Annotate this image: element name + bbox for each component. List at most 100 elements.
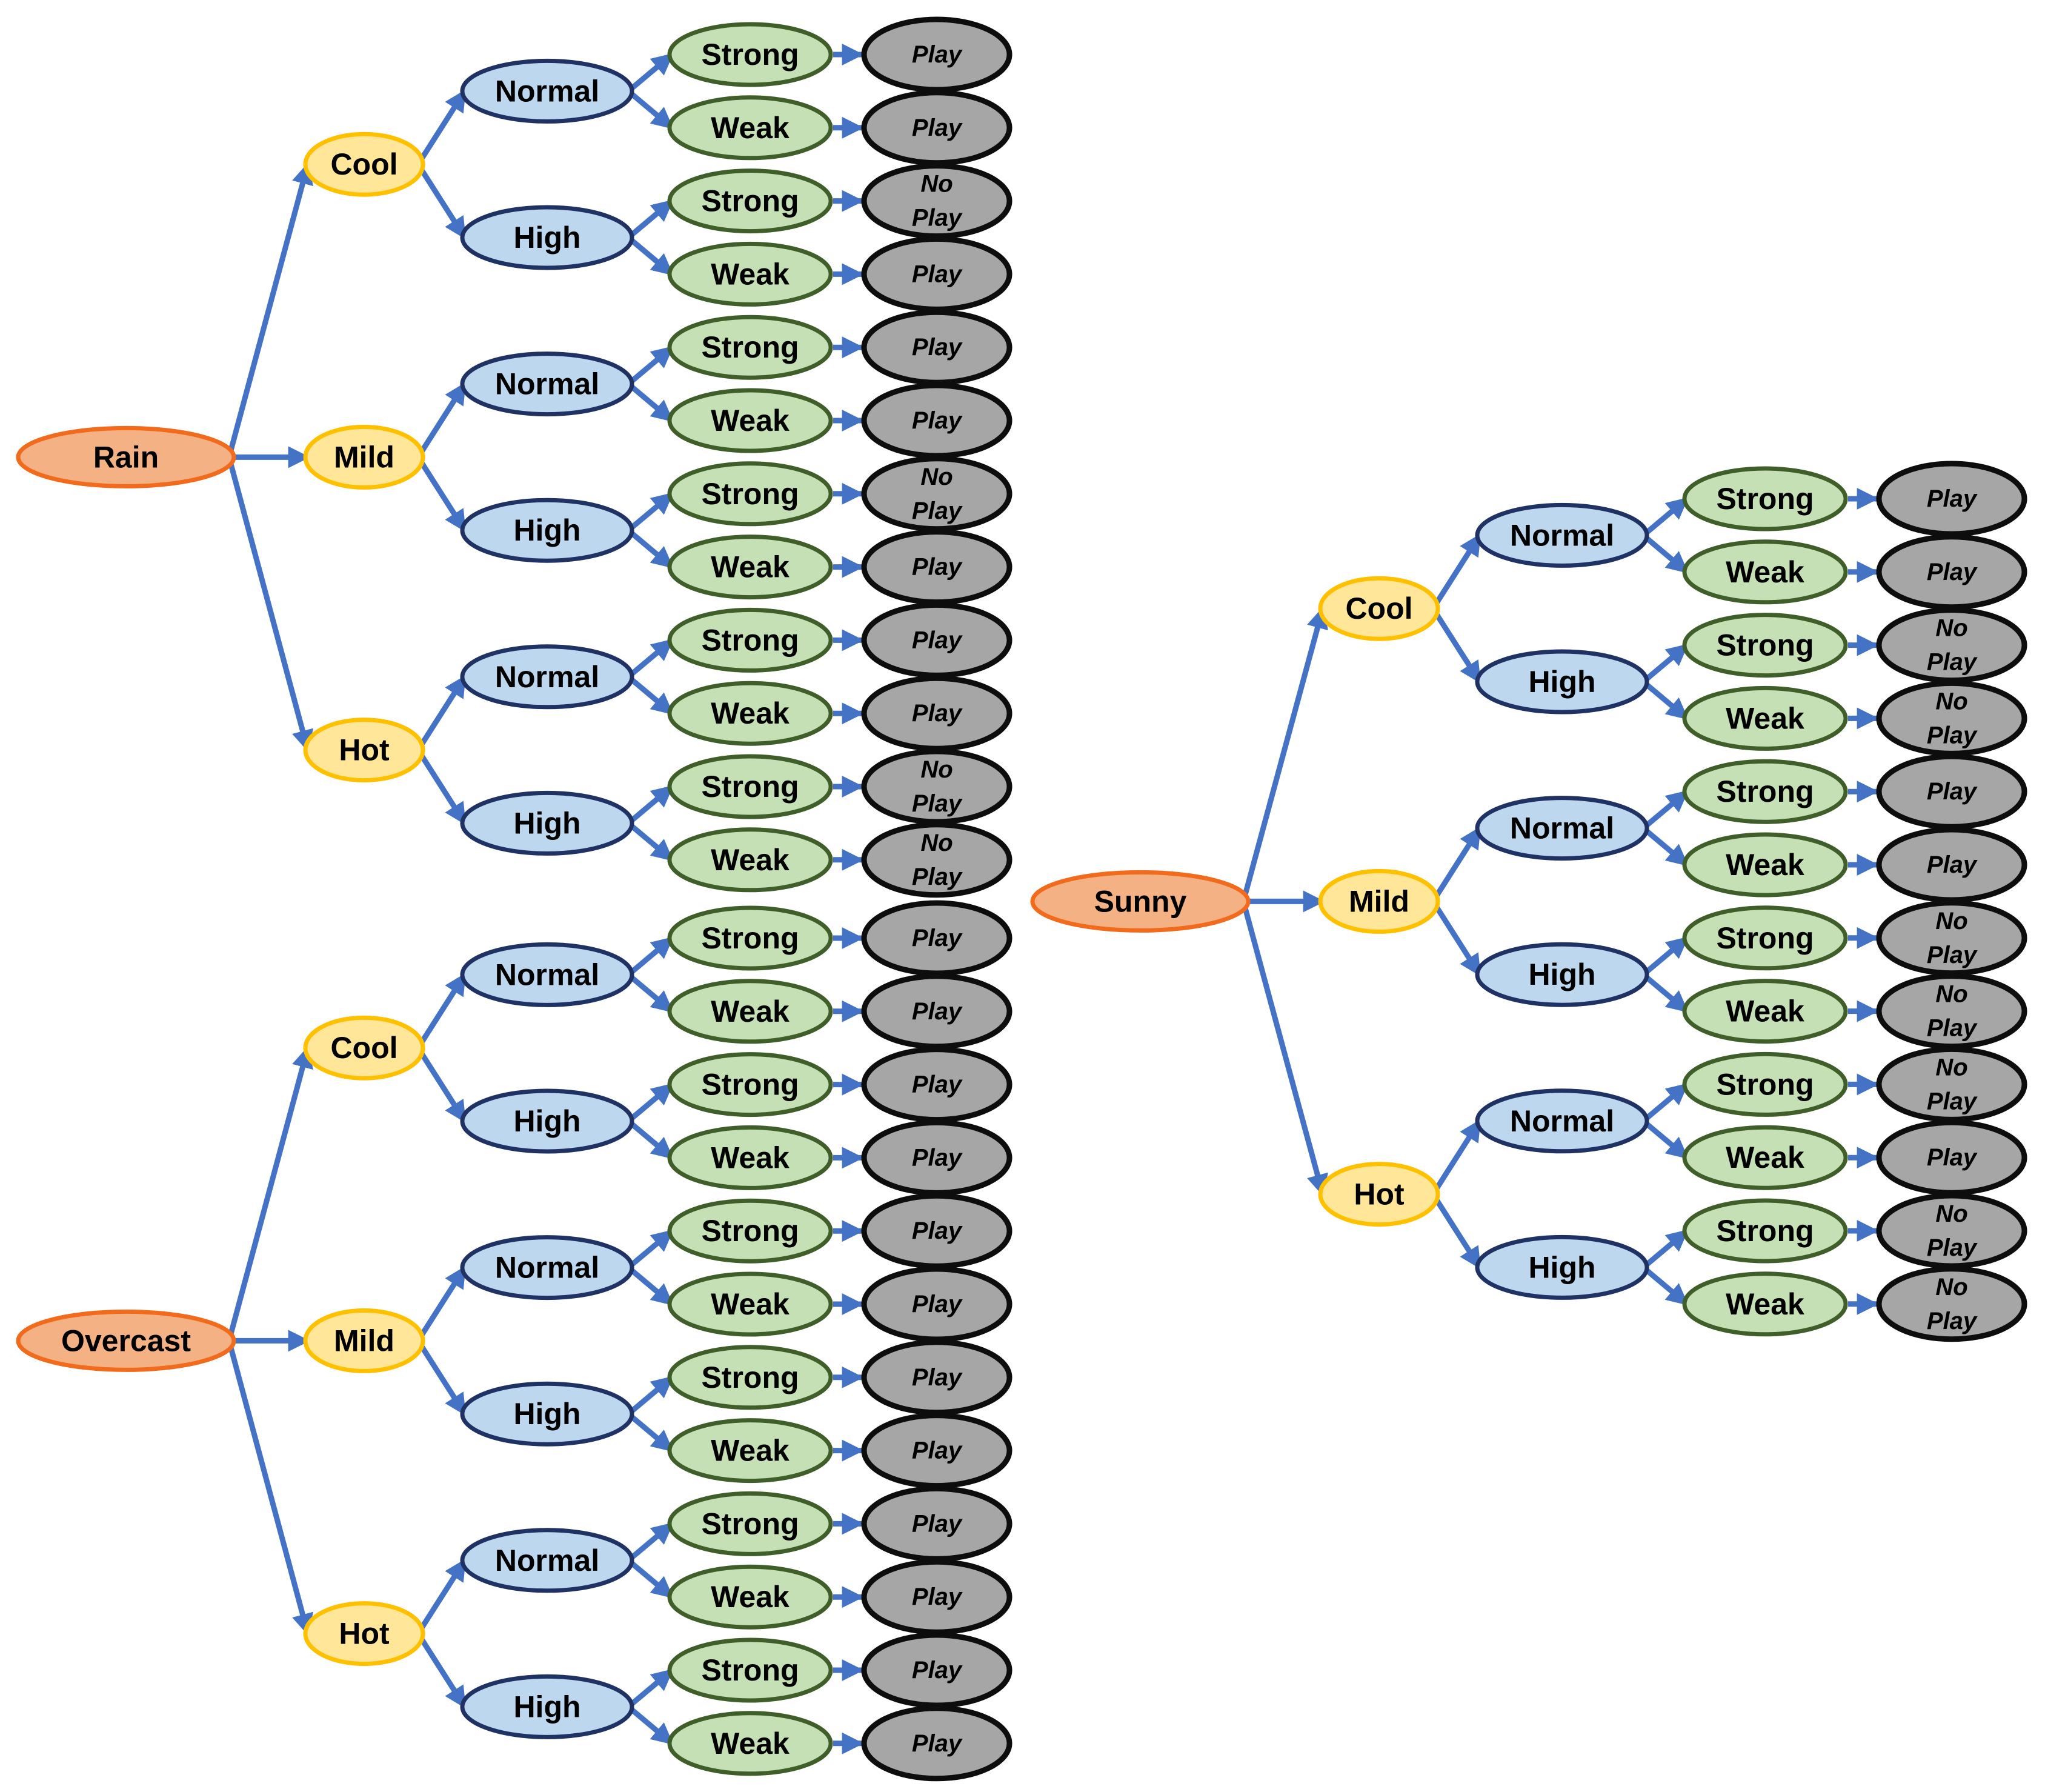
edges-layer xyxy=(226,44,1879,1754)
overcast-mild-humidity-normal-node: Normal xyxy=(460,1235,634,1301)
sunny-mild-normal-wind-strong-node-shape xyxy=(1682,759,1848,824)
sunny-mild-normal-strong-decision-node-label: Play xyxy=(1927,778,1978,805)
rain-mild-high-wind-weak-node-label: Weak xyxy=(711,550,790,584)
rain-hot-normal-wind-strong-node: Strong xyxy=(667,607,833,673)
rain-mild-normal-weak-decision-node: Play xyxy=(861,382,1013,459)
sunny-mild-humidity-high-node-label: High xyxy=(1528,958,1595,991)
overcast-cool-normal-wind-weak-node-shape xyxy=(667,979,833,1044)
rain-hot-high-wind-weak-node-shape xyxy=(667,827,833,893)
rain-to-cool-edge xyxy=(226,162,313,458)
overcast-hot-normal-weak-decision-node-label: Play xyxy=(912,1584,963,1610)
overcast-mild-normal-wind-strong-node-shape xyxy=(667,1198,833,1264)
sunny-cool-normal-to-strong-edge xyxy=(1641,496,1689,538)
sunny-hot-humidity-high-node-shape xyxy=(1475,1234,1649,1300)
overcast-cool-normal-wind-strong-node: Strong xyxy=(667,905,833,971)
overcast-cool-humidity-normal-node-shape xyxy=(460,942,634,1007)
rain-mild-humidity-normal-node-label: Normal xyxy=(495,367,599,401)
sunny-hot-high-to-weak-edge xyxy=(1641,1265,1689,1307)
rain-temperature-hot-node-shape xyxy=(303,718,425,783)
sunny-mild-high-wind-weak-node: Weak xyxy=(1682,979,1848,1044)
rain-mild-normal-strong-decision-node: Play xyxy=(861,309,1013,385)
overcast-hot-high-wind-strong-node-label: Strong xyxy=(701,1653,799,1687)
overcast-cool-high-weak-decision-node-label: Play xyxy=(912,1144,963,1171)
overcast-cool-to-high-edge xyxy=(416,1046,467,1124)
sunny-mild-high-wind-strong-node: Strong xyxy=(1682,905,1848,971)
overcast-cool-normal-weak-decision-node: Play xyxy=(861,973,1013,1050)
sunny-temperature-mild-node-shape xyxy=(1318,868,1440,934)
overcast-mild-humidity-high-node-label: High xyxy=(513,1397,580,1431)
rain-hot-normal-to-weak-edge xyxy=(627,674,674,716)
rain-mild-high-wind-strong-node: Strong xyxy=(667,461,833,527)
sunny-cool-normal-wind-weak-node-shape xyxy=(1682,539,1848,605)
rain-hot-humidity-high-node-label: High xyxy=(513,806,580,840)
sunny-hot-normal-wind-strong-node: Strong xyxy=(1682,1051,1848,1117)
overcast-mild-high-to-strong-edge xyxy=(627,1375,674,1416)
sunny-mild-high-wind-weak-node-label: Weak xyxy=(1726,994,1804,1028)
rain-hot-normal-strong-decision-node-shape xyxy=(861,602,1013,678)
rain-mild-humidity-high-node-shape xyxy=(460,498,634,563)
rain-cool-normal-wind-strong-node-label: Strong xyxy=(701,38,799,72)
overcast-mild-humidity-high-node-shape xyxy=(460,1381,634,1447)
overcast-hot-humidity-high-node-label: High xyxy=(513,1690,580,1724)
rain-mild-normal-to-strong-edge xyxy=(627,345,674,387)
rain-cool-normal-wind-weak-node-shape xyxy=(667,95,833,161)
rain-hot-humidity-normal-node-label: Normal xyxy=(495,660,599,694)
overcast-cool-high-wind-strong-node-shape xyxy=(667,1052,833,1118)
sunny-cool-normal-to-weak-edge xyxy=(1641,533,1689,575)
overcast-hot-high-strong-decision-node-shape xyxy=(861,1632,1013,1708)
overcast-temperature-cool-node: Cool xyxy=(303,1015,425,1081)
overcast-mild-normal-weak-decision-node-shape xyxy=(861,1266,1013,1342)
overcast-cool-humidity-high-node-label: High xyxy=(513,1104,580,1138)
sunny-cool-normal-wind-weak-node-label: Weak xyxy=(1726,555,1804,589)
rain-temperature-mild-node: Mild xyxy=(303,424,425,490)
rain-temperature-cool-node: Cool xyxy=(303,132,425,197)
sunny-temperature-mild-node: Mild xyxy=(1318,868,1440,934)
rain-cool-high-to-weak-edge xyxy=(627,235,674,276)
rain-cool-to-normal-edge xyxy=(416,89,467,166)
outlook-sunny-node-shape xyxy=(1030,870,1251,933)
sunny-mild-high-wind-strong-node-label: Strong xyxy=(1716,921,1814,955)
overcast-mild-normal-wind-strong-node: Strong xyxy=(667,1198,833,1264)
sunny-hot-normal-wind-weak-node-shape xyxy=(1682,1125,1848,1190)
sunny-cool-high-wind-strong-node-shape xyxy=(1682,613,1848,678)
rain-mild-high-wind-weak-node-shape xyxy=(667,535,833,600)
overcast-temperature-mild-node-shape xyxy=(303,1308,425,1373)
overcast-cool-high-strong-decision-node-label: Play xyxy=(912,1071,963,1098)
overcast-cool-high-wind-weak-node: Weak xyxy=(667,1125,833,1190)
overcast-cool-high-wind-weak-node-shape xyxy=(667,1125,833,1190)
rain-cool-high-to-strong-edge xyxy=(627,199,674,240)
sunny-cool-humidity-normal-node: Normal xyxy=(1475,502,1649,568)
sunny-mild-normal-to-strong-edge xyxy=(1641,789,1689,831)
rain-cool-normal-weak-decision-node-shape xyxy=(861,90,1013,166)
sunny-temperature-hot-node-label: Hot xyxy=(1354,1177,1405,1211)
sunny-mild-high-strong-decision-node-shape xyxy=(1876,900,2027,976)
rain-mild-to-normal-edge xyxy=(416,382,467,459)
rain-cool-normal-weak-decision-node: Play xyxy=(861,90,1013,166)
rain-cool-humidity-normal-node-shape xyxy=(460,58,634,124)
sunny-mild-to-normal-edge xyxy=(1431,826,1482,903)
overcast-mild-to-high-edge xyxy=(416,1339,467,1416)
rain-hot-humidity-high-node: High xyxy=(460,790,634,856)
sunny-mild-humidity-normal-node: Normal xyxy=(1475,796,1649,861)
rain-cool-humidity-high-node-label: High xyxy=(513,221,580,255)
rain-temperature-cool-node-shape xyxy=(303,132,425,197)
rain-mild-high-weak-decision-node: Play xyxy=(861,529,1013,605)
overcast-temperature-hot-node-shape xyxy=(303,1601,425,1667)
overcast-mild-high-wind-weak-node-label: Weak xyxy=(711,1434,790,1468)
rain-hot-normal-wind-strong-node-label: Strong xyxy=(701,623,799,657)
rain-mild-high-to-weak-edge xyxy=(627,528,674,570)
sunny-mild-normal-wind-weak-node-shape xyxy=(1682,832,1848,898)
rain-mild-normal-strong-decision-node-shape xyxy=(861,309,1013,385)
rain-hot-normal-wind-weak-node: Weak xyxy=(667,681,833,746)
overcast-hot-high-weak-decision-node: Play xyxy=(861,1705,1013,1782)
sunny-cool-to-normal-edge xyxy=(1431,533,1482,610)
sunny-mild-normal-weak-decision-node-label: Play xyxy=(1927,851,1978,878)
rain-cool-humidity-normal-node: Normal xyxy=(460,58,634,124)
sunny-hot-high-wind-weak-node-shape xyxy=(1682,1271,1848,1337)
